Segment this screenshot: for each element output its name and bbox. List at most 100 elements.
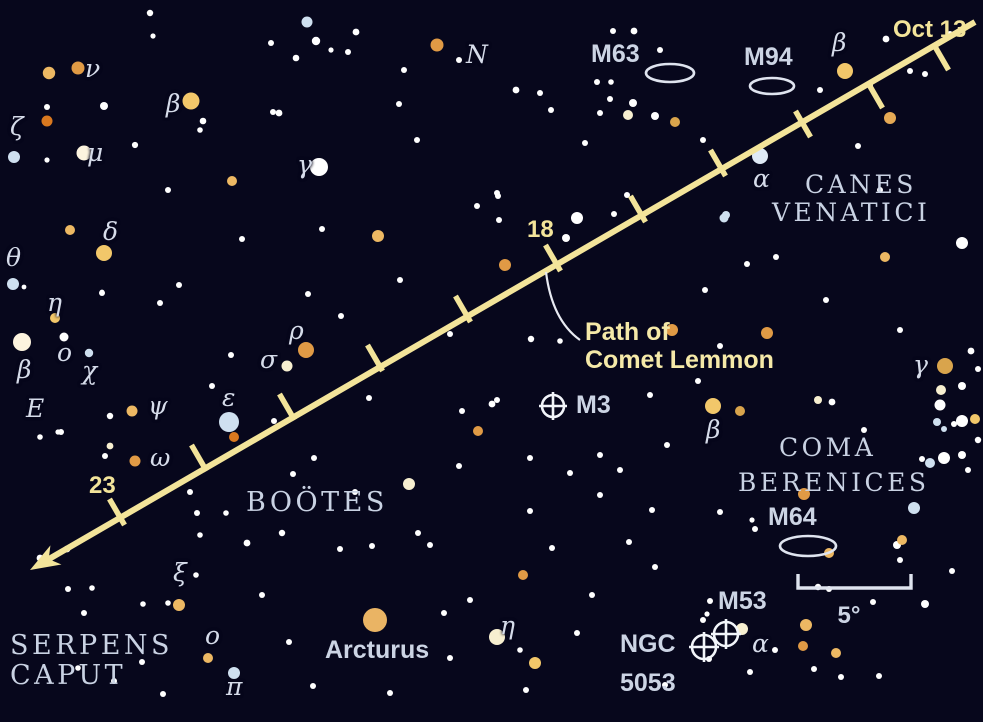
star-dot <box>897 557 903 563</box>
star-dot <box>974 436 982 444</box>
star-dot <box>55 429 61 435</box>
star-dot <box>512 86 520 94</box>
star-dot <box>131 141 139 149</box>
star-dot <box>567 470 573 476</box>
star-dot <box>397 277 403 283</box>
star-dot <box>752 526 758 532</box>
comet-path-arrowhead <box>30 545 62 570</box>
comet-path-date-tick <box>365 343 385 373</box>
star-dot <box>203 653 213 663</box>
star-dot <box>157 300 163 306</box>
star-dot <box>441 610 447 616</box>
star-dot <box>84 348 94 358</box>
star-dot <box>259 592 265 598</box>
star-dot <box>649 507 655 513</box>
star-dot <box>100 102 108 110</box>
star-dot <box>228 667 240 679</box>
star-dot <box>81 610 87 616</box>
star-dot <box>165 600 171 606</box>
star-dot <box>700 137 706 143</box>
star-dot <box>488 400 496 408</box>
star-dot <box>811 666 817 672</box>
scale-bar-bracket <box>796 574 913 590</box>
star-dot <box>494 397 500 403</box>
star-dot <box>495 193 501 199</box>
star-dot <box>278 529 286 537</box>
star-dot <box>934 399 946 411</box>
star-dot <box>363 608 387 632</box>
star-dot <box>936 385 946 395</box>
star-dot <box>352 28 360 36</box>
star-dot <box>705 398 721 414</box>
comet-path-date-tick <box>189 443 209 473</box>
star-dot <box>305 291 311 297</box>
star-dot <box>933 418 941 426</box>
star-dot <box>89 585 95 591</box>
star-dot <box>610 28 616 34</box>
star-dot <box>396 101 402 107</box>
star-dot <box>761 327 773 339</box>
star-dot <box>243 539 251 547</box>
star-dot <box>958 451 966 459</box>
star-dot <box>227 176 237 186</box>
comet-path-date-tick <box>708 148 728 178</box>
star-dot <box>298 342 314 358</box>
star-dot <box>182 92 200 110</box>
star-dot <box>290 471 296 477</box>
star-dot <box>187 489 193 495</box>
star-dot <box>897 535 907 545</box>
star-dot <box>193 572 199 578</box>
star-dot <box>744 261 750 267</box>
star-dot <box>467 597 473 603</box>
star-dot <box>527 455 533 461</box>
star-dot <box>597 492 603 498</box>
star-dot <box>150 33 156 39</box>
star-dot <box>749 517 755 523</box>
star-dot <box>921 600 929 608</box>
star-dot <box>286 639 292 645</box>
star-dot <box>223 510 229 516</box>
star-dot <box>310 683 316 689</box>
star-dot <box>50 313 60 323</box>
comet-path-date-tick <box>865 80 885 110</box>
comet-path-date-tick <box>107 497 127 527</box>
star-dot <box>666 324 678 336</box>
star-dot <box>369 543 375 549</box>
star-dot <box>562 234 570 242</box>
star-dot <box>160 691 166 697</box>
star-dot <box>838 674 844 680</box>
star-dot <box>292 54 300 62</box>
star-dot <box>41 115 53 127</box>
star-dot <box>629 99 637 107</box>
star-dot <box>129 455 141 467</box>
star-dot <box>319 226 325 232</box>
star-dot <box>173 599 185 611</box>
star-dot <box>582 140 588 146</box>
star-dot <box>99 289 105 295</box>
star-dot <box>106 412 114 420</box>
star-dot <box>270 109 276 115</box>
star-dot <box>831 648 841 658</box>
star-dot <box>772 647 778 653</box>
star-dot <box>165 187 171 193</box>
star-dot <box>65 225 75 235</box>
star-dot <box>44 157 50 163</box>
star-dot <box>76 145 92 161</box>
star-dot <box>7 278 19 290</box>
star-dot <box>219 412 239 432</box>
star-dot <box>735 406 745 416</box>
star-dot <box>747 669 753 675</box>
star-dot <box>956 237 968 249</box>
star-dot <box>861 427 867 433</box>
star-dot <box>975 366 981 372</box>
star-dot <box>268 40 274 46</box>
star-dot <box>814 396 822 404</box>
comet-path-date-tick <box>277 392 297 422</box>
star-dot <box>209 383 215 389</box>
star-dot <box>275 109 283 117</box>
star-dot <box>456 57 462 63</box>
star-dot <box>517 647 523 653</box>
star-dot <box>447 331 453 337</box>
